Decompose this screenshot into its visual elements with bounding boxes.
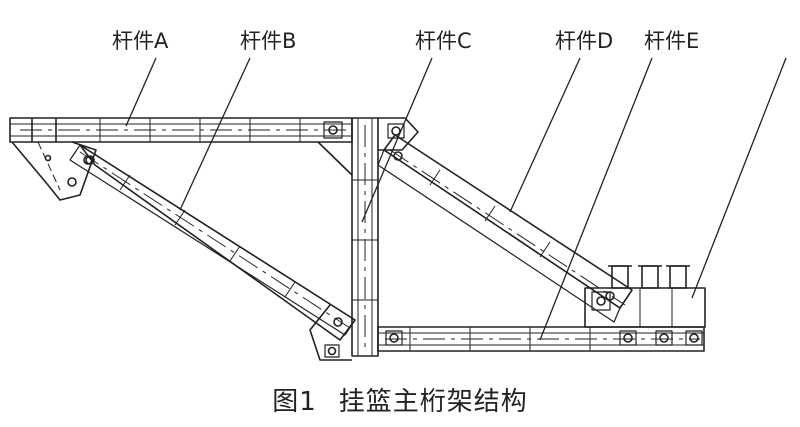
leader-member-d [509,57,581,213]
figure-caption: 图1 挂篮主桁架结构 [0,381,800,418]
figure-number: 图1 [272,387,317,417]
label-member-c: 杆件C [415,29,472,53]
leader-member-a [125,57,157,127]
label-member-e: 杆件E [644,29,699,53]
member-e-bottom-beam [377,326,705,352]
leader-right-support [691,57,787,299]
label-member-a: 杆件A [112,29,169,53]
bottom-left-gusset [309,304,352,361]
member-d-right-diagonal [377,134,633,323]
figure-title: 挂篮主桁架结构 [338,387,528,417]
member-b-left-diagonal [69,144,356,341]
leader-member-b [179,57,251,211]
member-a-top-beam [9,117,353,143]
truss-diagram: 杆件A 杆件B 杆件C 杆件D 杆件E [9,29,787,361]
label-member-b: 杆件B [240,29,296,53]
right-end-support [584,265,706,328]
member-c-vertical-post [351,117,379,357]
leader-member-c [361,57,433,223]
label-member-d: 杆件D [555,29,613,53]
label-leader-lines [125,57,787,341]
leader-member-e [539,57,653,341]
